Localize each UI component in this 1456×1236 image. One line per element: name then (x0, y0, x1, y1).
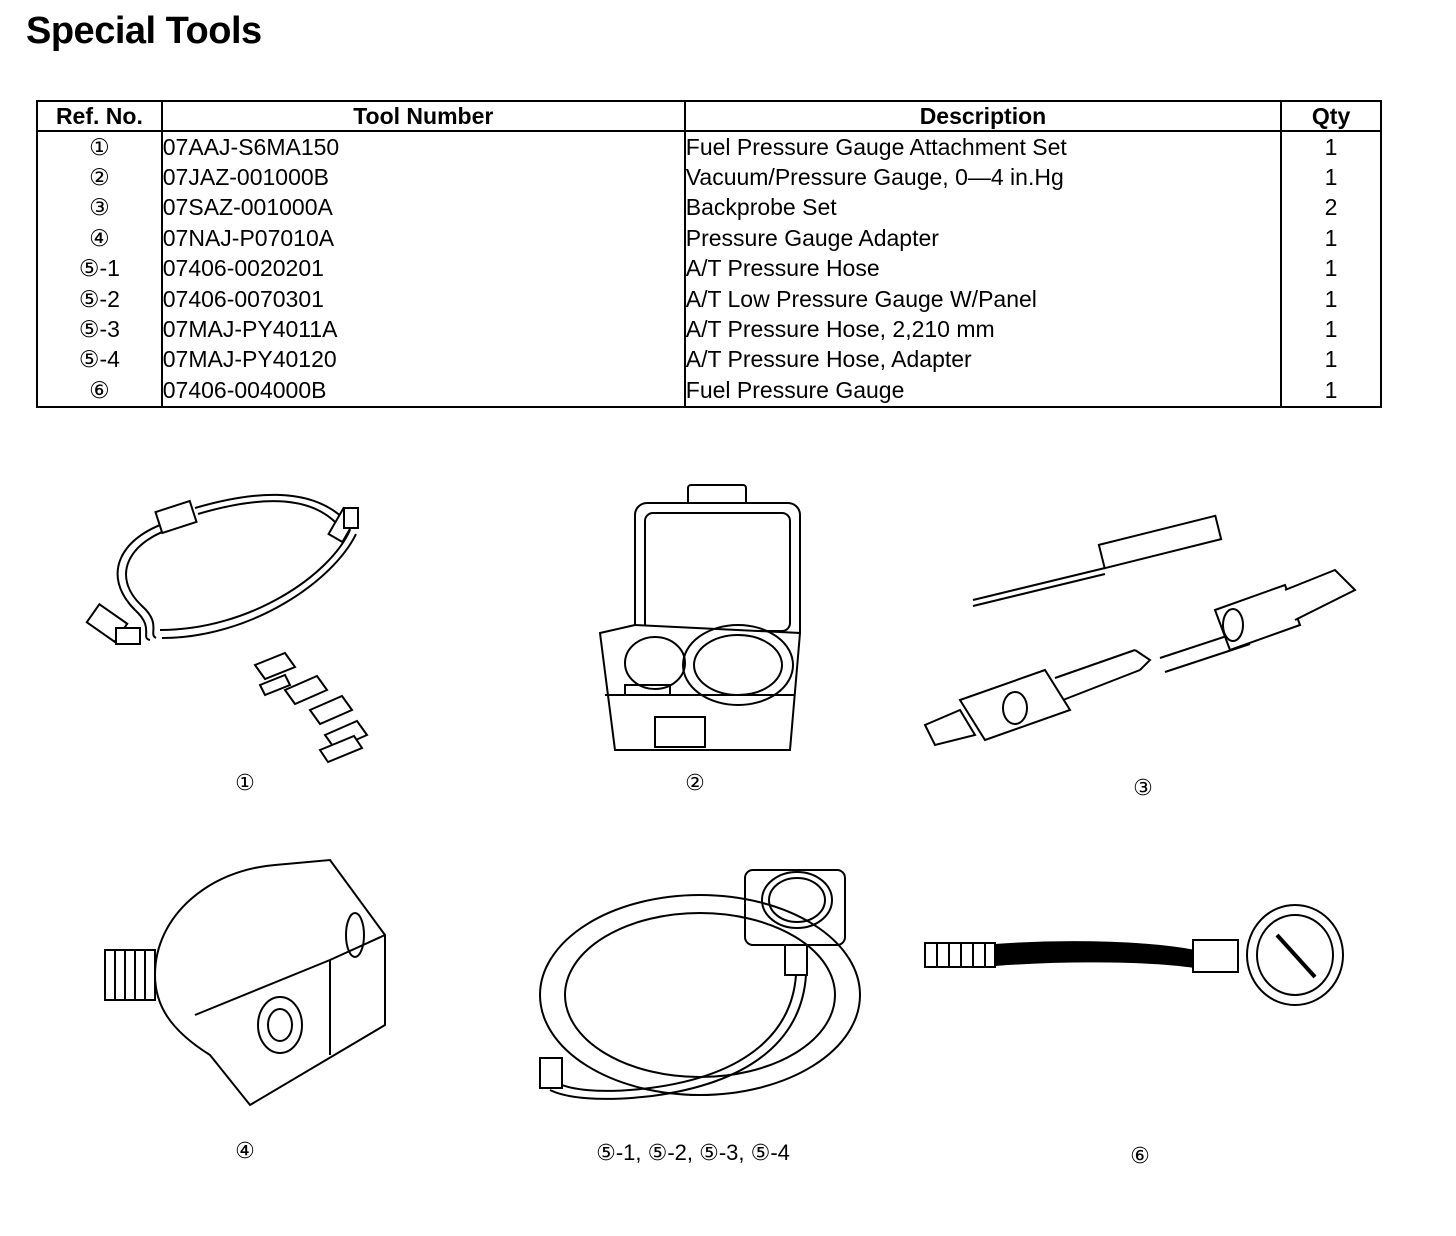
qty-cell: 1 (1324, 255, 1338, 282)
ref-no-cell: ② (37, 162, 163, 193)
ref-no-cell: ① (37, 131, 163, 163)
table-row: ⑤-3 07MAJ-PY4011A A/T Pressure Hose, 2,2… (37, 314, 1381, 345)
hose-adapter-icon (253, 651, 369, 764)
tool-number-cell: 07406-0020201 (161, 253, 686, 284)
table-row: ④ 07NAJ-P07010A Pressure Gauge Adapter 1 (37, 223, 1381, 254)
description-cell: Pressure Gauge Adapter (684, 223, 1283, 254)
description-cell: A/T Pressure Hose, Adapter (684, 344, 1283, 376)
header-tool-number: Tool Number (161, 101, 686, 132)
description-cell: A/T Low Pressure Gauge W/Panel (684, 283, 1283, 315)
ref-no-cell: ⑥ (37, 375, 163, 407)
ref-no-cell: ⑤-4 (37, 344, 163, 376)
figure-4-caption: ④ (235, 1138, 255, 1163)
tool-number-cell: 07SAZ-001000A (161, 192, 686, 224)
table-row: ① 07AAJ-S6MA150 Fuel Pressure Gauge Atta… (37, 131, 1381, 163)
fuel-pressure-gauge-illustration (924, 904, 1344, 1006)
description-cell: Backprobe Set (684, 192, 1283, 224)
tool-number-cell: 07MAJ-PY40120 (161, 344, 686, 376)
qty-cell: 1 (1324, 285, 1338, 312)
tool-number-cell: 07406-0070301 (161, 283, 686, 315)
figure-3-caption: ③ (1133, 775, 1153, 800)
qty-cell: 2 (1324, 194, 1338, 221)
ref-no-cell: ③ (37, 192, 163, 224)
tool-number-cell: 07MAJ-PY4011A (161, 314, 686, 345)
figure-2-caption: ② (685, 770, 705, 795)
ref-no-cell: ⑤-1 (37, 253, 163, 284)
header-ref-no: Ref. No. (37, 101, 163, 132)
qty-cell: 1 (1324, 316, 1338, 343)
pressure-gauge-adapter-illustration (104, 858, 386, 1107)
tool-number-cell: 07JAZ-001000B (161, 162, 686, 193)
qty-cell: 1 (1324, 133, 1338, 160)
page-title: Special Tools (26, 10, 262, 52)
low-pressure-gauge-hose-illustration (539, 869, 861, 1100)
qty-cell: 1 (1324, 224, 1338, 251)
header-description: Description (684, 101, 1283, 132)
backprobe-set-illustration (923, 514, 1357, 747)
figure-5-caption: ⑤-1, ⑤-2, ⑤-3, ⑤-4 (596, 1140, 790, 1165)
tool-number-cell: 07406-004000B (161, 375, 686, 407)
qty-cell: 1 (1324, 376, 1338, 403)
qty-cell: 1 (1324, 164, 1338, 191)
table-row: ⑤-2 07406-0070301 A/T Low Pressure Gauge… (37, 283, 1381, 315)
table-row: ⑥ 07406-004000B Fuel Pressure Gauge 1 (37, 375, 1381, 407)
figure-1-caption: ① (235, 770, 255, 795)
table-row: ③ 07SAZ-001000A Backprobe Set 2 (37, 192, 1381, 224)
description-cell: A/T Pressure Hose (684, 253, 1283, 284)
description-cell: Vacuum/Pressure Gauge, 0—4 in.Hg (684, 162, 1283, 193)
description-cell: Fuel Pressure Gauge (684, 375, 1283, 407)
table-header-row: Ref. No. Tool Number Description Qty (37, 101, 1381, 132)
tool-number-cell: 07AAJ-S6MA150 (161, 131, 686, 163)
gauge-case-illustration (598, 484, 802, 751)
description-cell: A/T Pressure Hose, 2,210 mm (684, 314, 1283, 345)
figure-6-caption: ⑥ (1130, 1143, 1150, 1168)
description-cell: Fuel Pressure Gauge Attachment Set (684, 131, 1283, 163)
ref-no-cell: ⑤-2 (37, 283, 163, 315)
ref-no-cell: ⑤-3 (37, 314, 163, 345)
special-tools-table: Ref. No. Tool Number Description Qty ① 0… (36, 100, 1382, 408)
fuel-hose-attachment-set-illustration (85, 493, 369, 764)
table-row: ⑤-1 07406-0020201 A/T Pressure Hose 1 (37, 253, 1381, 284)
qty-cell: 1 (1324, 346, 1338, 373)
ref-no-cell: ④ (37, 223, 163, 254)
table-row: ② 07JAZ-001000B Vacuum/Pressure Gauge, 0… (37, 162, 1381, 193)
header-qty: Qty (1281, 101, 1381, 132)
table-row: ⑤-4 07MAJ-PY40120 A/T Pressure Hose, Ada… (37, 344, 1381, 376)
tool-number-cell: 07NAJ-P07010A (161, 223, 686, 254)
